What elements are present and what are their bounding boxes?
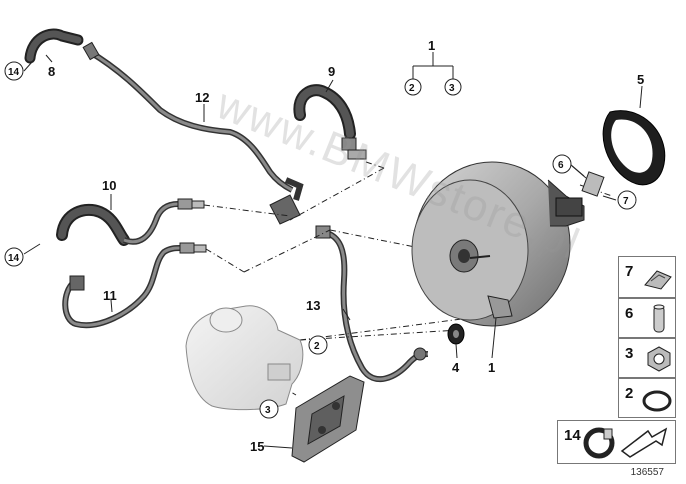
legend-number: 7 bbox=[625, 263, 634, 280]
callout-5: 5 bbox=[637, 72, 644, 87]
brake-fluid-reservoir bbox=[185, 305, 304, 411]
callout-13: 13 bbox=[306, 298, 320, 313]
callout-4: 4 bbox=[452, 360, 460, 375]
callout-6: 6 bbox=[558, 160, 564, 171]
legend-number: 14 bbox=[564, 427, 581, 444]
figure-number: 136557 bbox=[630, 467, 664, 478]
callout-2-top: 2 bbox=[409, 83, 415, 94]
vacuum-line-11 bbox=[62, 242, 207, 329]
callout-11: 11 bbox=[103, 288, 117, 303]
legend-number: 2 bbox=[625, 385, 634, 402]
callout-leaders bbox=[23, 54, 643, 449]
vacuum-line-12 bbox=[82, 41, 294, 193]
legend-item-nut[interactable]: 3 bbox=[618, 338, 676, 378]
vacuum-line-13 bbox=[315, 225, 429, 382]
grommet-4 bbox=[447, 323, 465, 345]
callout-7: 7 bbox=[623, 196, 629, 207]
callout-3-mid: 3 bbox=[265, 405, 271, 416]
callout-group-1 bbox=[404, 52, 462, 96]
callout-3-top: 3 bbox=[449, 83, 455, 94]
callout-12: 12 bbox=[195, 90, 209, 105]
hose-8 bbox=[24, 28, 84, 64]
callout-2-mid: 2 bbox=[314, 341, 320, 352]
nut-icon bbox=[645, 345, 673, 378]
hose-clamp-icon bbox=[582, 425, 616, 466]
callout-14-a: 14 bbox=[8, 67, 20, 78]
pin-icon bbox=[649, 303, 669, 340]
callout-1-top: 1 bbox=[428, 38, 435, 53]
legend-number: 6 bbox=[625, 305, 634, 322]
callout-1-bottom: 1 bbox=[488, 360, 495, 375]
callout-10: 10 bbox=[102, 178, 116, 193]
o-ring-icon bbox=[641, 389, 673, 418]
legend-item-o-ring[interactable]: 2 bbox=[618, 378, 676, 418]
callout-9: 9 bbox=[328, 64, 335, 79]
clip-pin-assembly bbox=[571, 165, 605, 197]
legend-item-hose-clamp[interactable]: 14 bbox=[557, 420, 676, 464]
callout-15: 15 bbox=[250, 439, 264, 454]
arrow-icon bbox=[620, 425, 672, 464]
hose-9 bbox=[293, 84, 367, 160]
gasket-5 bbox=[602, 110, 666, 186]
brake-booster bbox=[411, 161, 585, 327]
legend-item-pin[interactable]: 6 bbox=[618, 298, 676, 338]
circled-markers bbox=[4, 61, 637, 419]
callout-14-b: 14 bbox=[8, 253, 20, 264]
callout-8: 8 bbox=[48, 64, 55, 79]
legend-number: 3 bbox=[625, 345, 634, 362]
clip-icon bbox=[643, 265, 673, 296]
legend-item-clip[interactable]: 7 bbox=[618, 256, 676, 298]
hose-10 bbox=[56, 198, 205, 246]
bracket-15 bbox=[291, 375, 365, 463]
